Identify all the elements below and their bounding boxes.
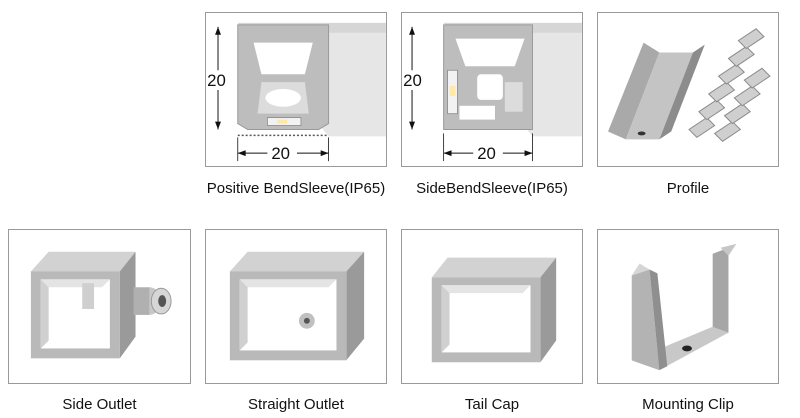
straight-outlet-caption: Straight Outlet bbox=[248, 396, 344, 413]
side-bendsleeve-card: 20 20 bbox=[401, 12, 583, 167]
mounting-clip-caption: Mounting Clip bbox=[642, 396, 734, 413]
side-outlet-card bbox=[8, 229, 191, 384]
straight-outlet-drawing bbox=[229, 251, 365, 361]
positive-bendsleeve-card: 20 20 bbox=[205, 12, 387, 167]
tail-cap-card bbox=[401, 229, 583, 384]
tail-cap-drawing bbox=[431, 257, 557, 363]
tail-cap-caption: Tail Cap bbox=[464, 396, 520, 413]
profile-card bbox=[597, 12, 779, 167]
side-outlet-drawing bbox=[30, 251, 172, 359]
mounting-clip-drawing bbox=[631, 243, 737, 371]
straight-outlet-card bbox=[205, 229, 387, 384]
profile-caption: Profile bbox=[666, 180, 710, 197]
positive-bendsleeve-drawing: 20 20 bbox=[206, 22, 386, 163]
side-bendsleeve-drawing: 20 20 bbox=[402, 22, 582, 163]
positive-bendsleeve-caption: Positive BendSleeve(IP65) bbox=[206, 180, 386, 197]
side-outlet-caption: Side Outlet bbox=[62, 396, 137, 413]
dim-width-label: 20 bbox=[477, 144, 496, 163]
dim-height-label: 20 bbox=[403, 71, 422, 90]
profile-drawing bbox=[608, 28, 771, 142]
dim-height-label: 20 bbox=[207, 71, 226, 90]
side-bendsleeve-caption: SideBendSleeve(IP65) bbox=[416, 180, 568, 197]
dim-width-label: 20 bbox=[271, 144, 290, 163]
mounting-clip-card bbox=[597, 229, 779, 384]
